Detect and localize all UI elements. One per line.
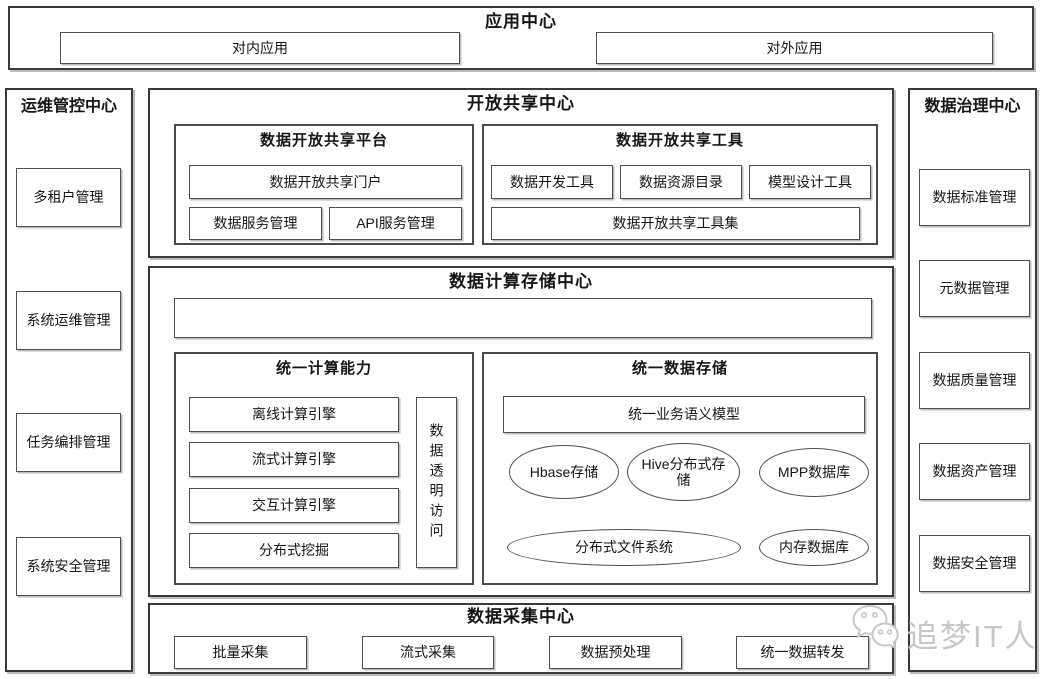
compute-storage-center-title: 数据计算存储中心 — [449, 272, 593, 291]
mpp-database-ellipse: MPP数据库 — [759, 448, 869, 497]
system-security-management-box: 系统安全管理 — [16, 537, 121, 596]
in-memory-database-ellipse: 内存数据库 — [759, 529, 869, 566]
collection-center-title: 数据采集中心 — [467, 607, 575, 626]
internal-apps-box: 对内应用 — [60, 32, 460, 64]
data-resource-catalog-box: 数据资源目录 — [620, 165, 742, 199]
data-dev-tool-box: 数据开发工具 — [491, 165, 613, 199]
distributed-file-system-ellipse: 分布式文件系统 — [507, 529, 741, 566]
stream-compute-engine-box: 流式计算引擎 — [189, 442, 399, 477]
open-sharing-portal-box: 数据开放共享门户 — [189, 165, 462, 199]
metadata-management-box: 元数据管理 — [919, 260, 1030, 317]
data-security-management-box: 数据安全管理 — [919, 535, 1030, 592]
open-sharing-center-title: 开放共享中心 — [467, 94, 575, 113]
model-design-tool-box: 模型设计工具 — [749, 165, 871, 199]
stream-collection-box: 流式采集 — [362, 636, 494, 669]
batch-collection-box: 批量采集 — [174, 636, 307, 669]
watermark: 追梦IT人 — [849, 599, 1038, 667]
multi-tenant-management-box: 多租户管理 — [16, 168, 121, 227]
reserved-empty-box — [174, 298, 872, 338]
unified-compute-title: 统一计算能力 — [275, 360, 372, 377]
governance-center-title: 数据治理中心 — [924, 98, 1021, 115]
data-service-management-box: 数据服务管理 — [189, 207, 322, 240]
external-apps-box: 对外应用 — [596, 32, 993, 64]
ops-center-title: 运维管控中心 — [20, 98, 117, 115]
data-asset-management-box: 数据资产管理 — [919, 443, 1030, 500]
offline-compute-engine-box: 离线计算引擎 — [189, 397, 399, 432]
unified-storage-title: 统一数据存储 — [631, 360, 728, 377]
open-sharing-platform-title: 数据开放共享平台 — [259, 132, 388, 149]
distributed-mining-box: 分布式挖掘 — [189, 533, 399, 568]
unified-storage-panel: 统一数据存储 统一业务语义模型 Hbase存储 Hive分布式存储 MPP数据库… — [482, 352, 878, 585]
task-orchestration-management-box: 任务编排管理 — [16, 413, 121, 472]
compute-storage-center-panel: 数据计算存储中心 统一计算能力 离线计算引擎 流式计算引擎 交互计算引擎 分布式… — [148, 266, 894, 597]
open-sharing-tools-panel: 数据开放共享工具 数据开发工具 数据资源目录 模型设计工具 数据开放共享工具集 — [482, 124, 878, 245]
open-sharing-tools-title: 数据开放共享工具 — [615, 132, 744, 149]
ops-center-panel: 运维管控中心 多租户管理 系统运维管理 任务编排管理 系统安全管理 — [5, 88, 133, 672]
app-center-title: 应用中心 — [485, 12, 557, 31]
hive-distributed-storage-ellipse: Hive分布式存储 — [627, 443, 740, 501]
unified-business-semantic-model-box: 统一业务语义模型 — [503, 396, 865, 433]
unified-compute-panel: 统一计算能力 离线计算引擎 流式计算引擎 交互计算引擎 分布式挖掘 数据透明访问 — [174, 352, 474, 585]
governance-center-panel: 数据治理中心 数据标准管理 元数据管理 数据质量管理 数据资产管理 数据安全管理 — [908, 88, 1037, 672]
unified-data-forwarding-box: 统一数据转发 — [736, 636, 869, 669]
data-standard-management-box: 数据标准管理 — [919, 169, 1030, 226]
open-sharing-platform-panel: 数据开放共享平台 数据开放共享门户 数据服务管理 API服务管理 — [174, 124, 474, 245]
wechat-icon — [849, 599, 905, 667]
interactive-compute-engine-box: 交互计算引擎 — [189, 488, 399, 523]
data-transparent-access-box: 数据透明访问 — [416, 397, 457, 568]
open-sharing-toolset-box: 数据开放共享工具集 — [491, 207, 860, 240]
open-sharing-center-panel: 开放共享中心 数据开放共享平台 数据开放共享门户 数据服务管理 API服务管理 … — [148, 88, 894, 258]
app-center-panel: 应用中心 对内应用 对外应用 — [8, 6, 1034, 70]
hbase-storage-ellipse: Hbase存储 — [509, 445, 619, 499]
watermark-text: 追梦IT人 — [907, 618, 1038, 654]
collection-center-panel: 数据采集中心 批量采集 流式采集 数据预处理 统一数据转发 — [148, 603, 894, 674]
api-service-management-box: API服务管理 — [329, 207, 462, 240]
data-preprocessing-box: 数据预处理 — [549, 636, 682, 669]
system-ops-management-box: 系统运维管理 — [16, 291, 121, 350]
data-quality-management-box: 数据质量管理 — [919, 352, 1030, 409]
